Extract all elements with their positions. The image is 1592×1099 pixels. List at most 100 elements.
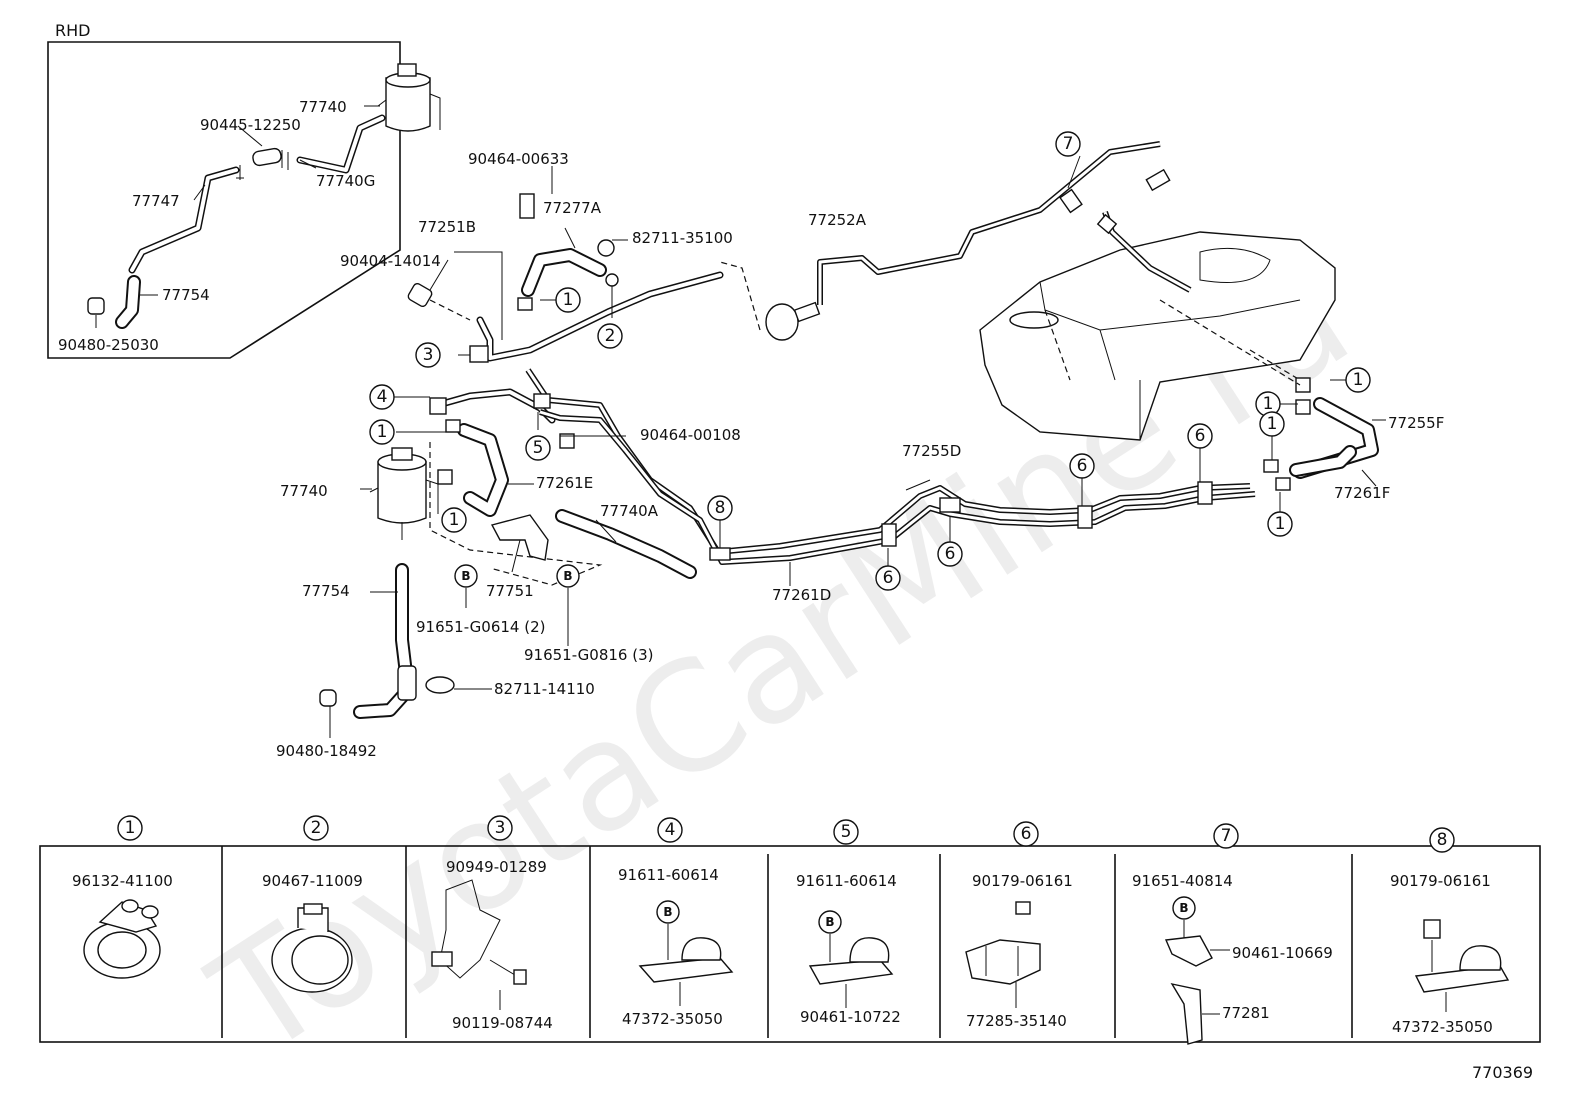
connector-icon (1096, 213, 1118, 235)
rhd-label: RHD (55, 21, 90, 40)
label-77754: 77754 (302, 582, 350, 600)
clip-1-icon (1295, 377, 1311, 393)
callout-6: 6 (1077, 456, 1088, 476)
legend-6-label-0: 90179-06161 (972, 872, 1073, 890)
clamp-6-icon (1077, 505, 1093, 529)
label-91651-G0614: 91651-G0614 (2) (416, 618, 546, 636)
legend-7-label-0: 91651-40814 (1132, 872, 1233, 890)
legend-frame (39, 845, 1541, 1043)
callout-1: 1 (377, 422, 388, 442)
legend-num-6: 6 (1021, 824, 1032, 844)
callout-5: 5 (533, 438, 544, 458)
label-77261E: 77261E (536, 474, 593, 492)
legend-2-label-0: 90467-11009 (262, 872, 363, 890)
clip-1-icon (1275, 477, 1291, 491)
diagram-id: 770369 (1472, 1063, 1533, 1082)
legend-6-label-1: 77285-35140 (966, 1012, 1067, 1030)
legend-3-label-0: 90949-01289 (446, 858, 547, 876)
legend-7-label-2: 77281 (1222, 1004, 1270, 1022)
label-77255F: 77255F (1388, 414, 1444, 432)
callout-1: 1 (1267, 414, 1278, 434)
label-77255D: 77255D (902, 442, 961, 460)
legend-8-label-1: 47372-35050 (1392, 1018, 1493, 1036)
legend-4-label-1: 47372-35050 (622, 1010, 723, 1028)
callout-group: 1 2 3 4 1 5 1 8 6 6 6 6 7 1 1 1 1 B B (369, 131, 1371, 591)
legend-num-7: 7 (1221, 826, 1232, 846)
legend-1-label-0: 96132-41100 (72, 872, 173, 890)
clamp-3-icon (469, 345, 489, 363)
bolt-90464-00633-icon (519, 193, 535, 219)
bolt-b-marker: B (461, 569, 470, 583)
label-77261F: 77261F (1334, 484, 1390, 502)
charcoal-canister-icon (369, 447, 439, 540)
callout-4: 4 (377, 387, 388, 407)
label-91651-G0816: 91651-G0816 (3) (524, 646, 654, 664)
label-90404-14014: 90404-14014 (340, 252, 441, 270)
cap-90480-18492-icon (319, 689, 337, 707)
legend-num-2: 2 (311, 818, 322, 838)
legend-3-label-1: 90119-08744 (452, 1014, 553, 1032)
legend-num-5: 5 (841, 822, 852, 842)
hose-sleeve-icon (397, 665, 417, 701)
valve-90404-icon (407, 282, 433, 308)
legend-num-3: 3 (495, 818, 506, 838)
clamp-legend: 1 96132-41100 2 90467-11009 3 90949-0128… (39, 815, 1541, 1045)
hose-clip-icon (83, 899, 161, 979)
legend-8-label-0: 90179-06161 (1390, 872, 1491, 890)
label-77252A: 77252A (808, 211, 867, 229)
clamp-6-icon (1197, 481, 1213, 505)
bolt-b-marker: B (1179, 901, 1188, 915)
bracket-77751-icon (490, 514, 549, 561)
fuel-tank-icon (979, 231, 1336, 441)
legend-5-label-0: 91611-60614 (796, 872, 897, 890)
legend-num-4: 4 (665, 820, 676, 840)
tube-clamp-icon (1414, 919, 1510, 993)
legend-num-8: 8 (1437, 830, 1448, 850)
rhd-inset: RHD 77740 90445-12250 77740G 77747 77754… (47, 21, 441, 359)
label-90464-00633: 90464-00633 (468, 150, 569, 168)
bolt-b-marker: B (825, 915, 834, 929)
cap-90480-25030-icon (87, 297, 105, 315)
clamp-6-icon (939, 497, 961, 513)
clip-1-icon (1295, 399, 1311, 415)
callout-1: 1 (1263, 394, 1274, 414)
callout-1: 1 (1353, 370, 1364, 390)
bolt-b-marker: B (663, 905, 672, 919)
clip-1-icon (517, 297, 533, 311)
label-77251B: 77251B (418, 218, 476, 236)
label-77277A: 77277A (543, 199, 602, 217)
label-82711-35100: 82711-35100 (632, 229, 733, 247)
label-90464-00108: 90464-00108 (640, 426, 741, 444)
legend-num-1: 1 (125, 818, 136, 838)
rhd-canister-icon (377, 63, 441, 132)
clip-1-icon (1263, 459, 1279, 473)
label-77751: 77751 (486, 582, 534, 600)
label-82711-14110: 82711-14110 (494, 680, 595, 698)
clamp-8-icon (709, 547, 731, 561)
legend-4-label-0: 91611-60614 (618, 866, 719, 884)
callout-1: 1 (449, 510, 460, 530)
clamp-2-icon (605, 273, 619, 287)
callout-6: 6 (945, 544, 956, 564)
wire-bracket-icon (431, 879, 527, 985)
tube-clamp-icon (808, 937, 894, 985)
clip-1-icon (437, 469, 453, 485)
clip-4-icon (429, 397, 447, 415)
label-77261D: 77261D (772, 586, 831, 604)
check-valve-icon (765, 301, 821, 341)
hose-90445-icon (252, 147, 282, 167)
callout-7: 7 (1063, 134, 1074, 154)
callout-8: 8 (715, 498, 726, 518)
legend-5-label-1: 90461-10722 (800, 1008, 901, 1026)
bolt-b-marker: B (563, 569, 572, 583)
clip-bracket-icon (1164, 935, 1213, 1045)
label-77740A: 77740A (600, 502, 659, 520)
clamp-7-icon (1059, 188, 1083, 214)
clamp-82711-14110-icon (425, 676, 455, 694)
clamp-6-icon (881, 523, 897, 547)
band-clamp-icon (271, 903, 353, 993)
label-77740-inset: 77740 (299, 98, 347, 116)
legend-7-label-1: 90461-10669 (1232, 944, 1333, 962)
tube-clamp-icon (638, 937, 734, 983)
